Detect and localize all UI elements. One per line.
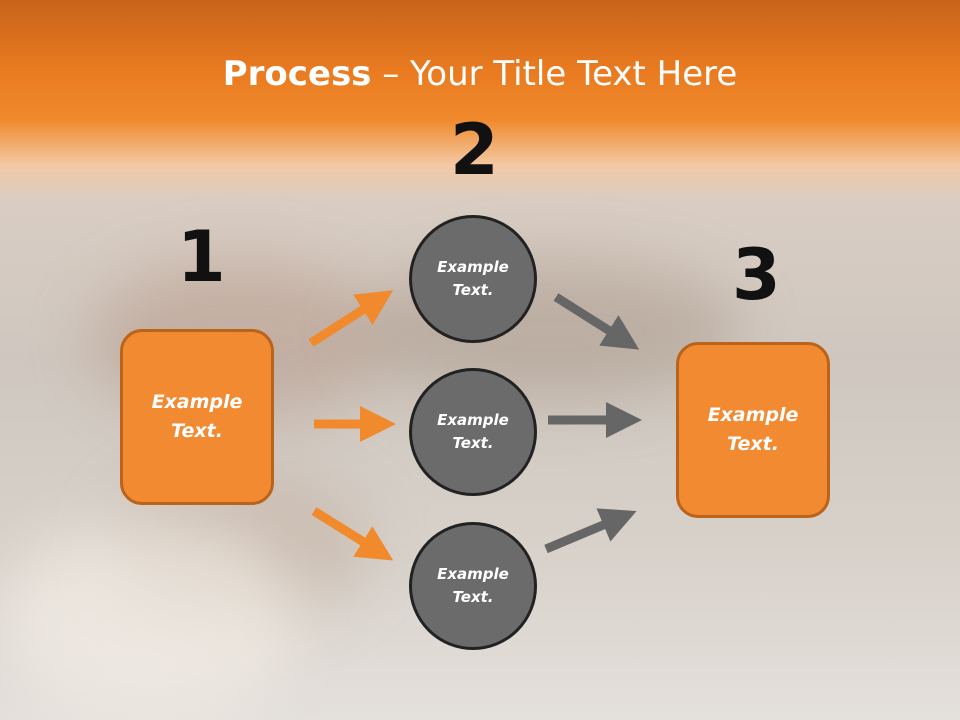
circle-bottom-line2: Text. <box>452 588 494 606</box>
step-2-circle-bottom: Example Text. <box>409 522 537 650</box>
circle-bottom-line1: Example <box>437 565 509 583</box>
step-number-3: 3 <box>732 234 781 316</box>
circle-top-line1: Example <box>437 258 509 276</box>
step-3-box: Example Text. <box>676 342 830 518</box>
step-2-circle-middle: Example Text. <box>409 368 537 496</box>
title-bold: Process <box>222 54 372 94</box>
title-rest: – Your Title Text Here <box>371 54 738 94</box>
step-number-2: 2 <box>450 109 499 191</box>
step-3-text-line2: Text. <box>727 433 779 455</box>
step-1-text-line1: Example <box>151 391 243 413</box>
circle-middle-line1: Example <box>437 411 509 429</box>
arrow-orange-up <box>308 290 394 347</box>
arrow-gray-up <box>544 508 637 554</box>
circle-top-line2: Text. <box>452 281 494 299</box>
background-light-area <box>0 520 300 720</box>
step-3-text-line1: Example <box>707 404 799 426</box>
slide-title: Process – Your Title Text Here <box>0 52 960 96</box>
arrow-gray-down <box>553 293 640 350</box>
step-number-1: 1 <box>177 216 226 298</box>
circle-middle-line2: Text. <box>452 434 494 452</box>
arrow-orange-down <box>311 507 394 561</box>
step-1-text-line2: Text. <box>171 420 223 442</box>
step-1-box: Example Text. <box>120 329 274 505</box>
step-2-circle-top: Example Text. <box>409 215 537 343</box>
